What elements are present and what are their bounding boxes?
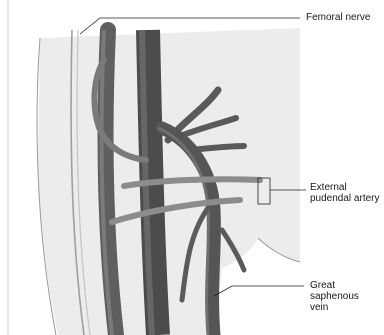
leader-great-saphenous (214, 286, 304, 296)
label-great-saphenous-vein: Great saphenous vein (310, 280, 359, 313)
label-great-saphenous-line1: Great (310, 280, 359, 291)
label-femoral-nerve: Femoral nerve (306, 12, 370, 23)
label-external-pudendal-artery: External pudendal artery (310, 182, 380, 204)
label-external-pudendal-line1: External (310, 182, 380, 193)
label-femoral-nerve-text: Femoral nerve (306, 12, 370, 23)
label-external-pudendal-line2: pudendal artery (310, 193, 380, 204)
label-great-saphenous-line2: saphenous (310, 291, 359, 302)
label-great-saphenous-line3: vein (310, 302, 359, 313)
